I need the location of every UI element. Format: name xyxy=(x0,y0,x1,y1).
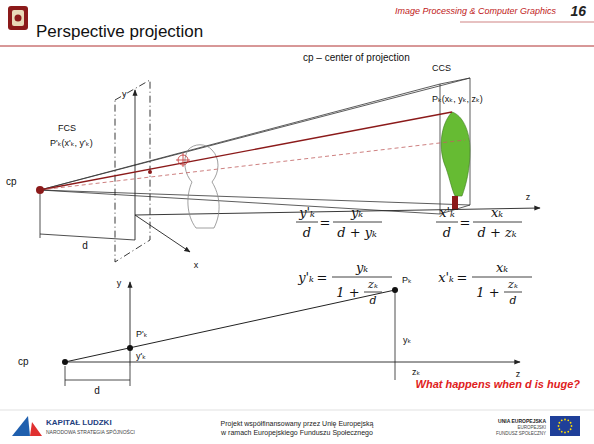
equation-term: xₖ xyxy=(491,206,503,219)
point-dot xyxy=(127,345,133,351)
point-label: Pₖ(xₖ, yₖ, zₖ) xyxy=(432,95,483,104)
d-dimension xyxy=(40,194,135,240)
projection-ray xyxy=(40,140,465,190)
axis-label: cp xyxy=(18,357,29,367)
question: What happens when d is huge? xyxy=(416,379,580,390)
header-rule xyxy=(0,46,594,47)
equation-term: d xyxy=(509,295,516,306)
equation-term: d + yₖ xyxy=(337,226,377,239)
axis-label: zₖ xyxy=(412,368,420,377)
equation-term: 1 + xyxy=(476,286,499,299)
equation-term: 1 + xyxy=(336,286,359,299)
logo-text: NARODOWA STRATEGIA SPÓJNOŚCI xyxy=(46,430,135,435)
point-label: y'ₖ xyxy=(136,352,146,361)
equation-term: x'ₖ xyxy=(438,271,454,284)
image-point xyxy=(148,170,152,174)
crest-logo xyxy=(8,6,28,30)
yk-line xyxy=(395,290,396,380)
footer-text: Projekt współfinansowany przez Unię Euro… xyxy=(221,420,374,427)
logo-text: FUNDUSZ SPOŁECZNY xyxy=(496,432,546,437)
projected-point xyxy=(176,153,190,167)
footer-text: w ramach Europejskiego Funduszu Społeczn… xyxy=(221,429,373,436)
system-name: FCS xyxy=(58,124,76,133)
y-axis xyxy=(135,90,136,240)
projection-plane xyxy=(115,80,150,262)
vase-object xyxy=(441,112,470,196)
point-label: P'ₖ xyxy=(136,330,148,339)
y-axis xyxy=(130,282,131,366)
fraction-bars xyxy=(296,222,532,292)
equation-term: zₖ xyxy=(368,279,378,290)
equation-term: xₖ xyxy=(496,261,508,274)
kapital-logo xyxy=(12,416,42,436)
equation-term: y'ₖ xyxy=(298,271,314,284)
x-axis xyxy=(135,215,190,252)
equation-term: d xyxy=(443,226,451,239)
point-label: Pₖ xyxy=(402,276,412,285)
z-axis xyxy=(135,208,540,215)
equation-sign: = xyxy=(460,216,471,229)
footer-rule xyxy=(0,410,594,411)
projection-ray xyxy=(40,112,452,190)
axis-label: y xyxy=(117,279,122,288)
logo-text: UNIA EUROPEJSKA xyxy=(498,419,546,424)
dimension-label: d xyxy=(82,241,88,251)
frustum xyxy=(40,78,470,214)
projection-ray xyxy=(65,290,395,362)
header-rule xyxy=(460,22,594,23)
system-name: CCS xyxy=(432,64,451,73)
equation-sign: = xyxy=(317,271,328,284)
axis-label: z xyxy=(516,370,521,379)
point-label: yₖ xyxy=(403,336,411,345)
equation-term: y'ₖ xyxy=(299,206,315,219)
logo-text: EUROPEJSKI xyxy=(517,426,546,431)
note: cp – center of projection xyxy=(303,53,410,63)
z-axis xyxy=(65,362,520,363)
cp-dot xyxy=(62,359,68,365)
slide-number: 16 xyxy=(570,4,586,18)
eu-flag xyxy=(550,416,580,436)
axis-label: z xyxy=(526,193,531,202)
equation-term: d xyxy=(369,295,376,306)
equation-term: zₖ xyxy=(508,279,518,290)
equation-sign: = xyxy=(457,271,468,284)
equation-term: x'ₖ xyxy=(439,206,455,219)
equation-term: d + zₖ xyxy=(477,226,516,239)
point-dot xyxy=(392,287,398,293)
d-dimension xyxy=(65,366,130,386)
axis-label: y xyxy=(122,90,127,99)
axis-label: x xyxy=(194,261,199,270)
equation-term: d xyxy=(303,226,311,239)
axis-label: cp xyxy=(6,177,17,187)
logo-text: KAPITAŁ LUDZKI xyxy=(46,419,112,427)
cp-dot xyxy=(36,186,44,194)
point-label: P'ₖ(x'ₖ, y'ₖ) xyxy=(50,139,93,148)
dimension-label: d xyxy=(94,386,100,396)
equation-term: yₖ xyxy=(351,206,363,219)
header-text: Image Processing & Computer Graphics xyxy=(395,7,556,16)
slide-title: Perspective projection xyxy=(36,23,203,40)
equation-term: yₖ xyxy=(356,261,368,274)
equation-sign: = xyxy=(320,216,331,229)
